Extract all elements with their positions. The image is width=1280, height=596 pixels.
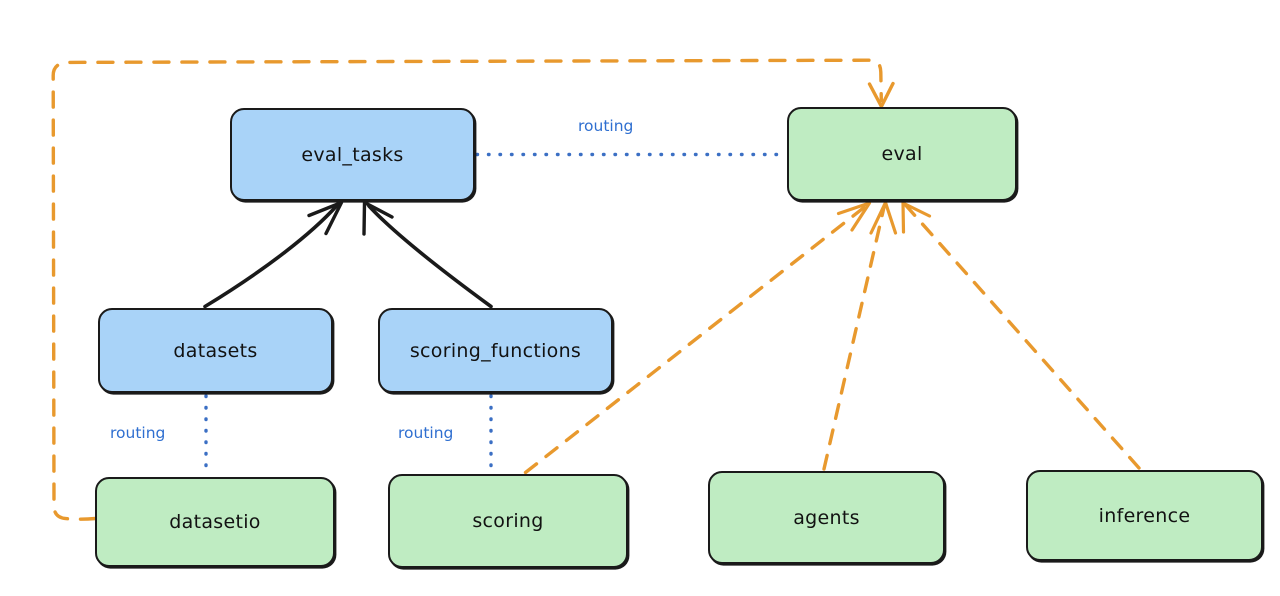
node-datasets[interactable]: datasets [98,308,333,393]
node-eval_tasks[interactable]: eval_tasks [230,108,475,201]
node-inference[interactable]: inference [1026,470,1263,561]
node-label-agents: agents [793,506,860,529]
node-label-scoring_functions: scoring_functions [409,339,582,362]
node-scoring_functions[interactable]: scoring_functions [378,308,613,393]
node-label-datasetio: datasetio [169,511,261,533]
node-agents[interactable]: agents [708,471,945,564]
node-label-datasets: datasets [173,339,258,362]
edge-label-routing-scoring_functions-scoring: routing [398,424,454,442]
node-datasetio[interactable]: datasetio [95,477,335,567]
node-eval[interactable]: eval [787,107,1017,201]
edge-agents-eval [822,200,898,471]
edge-scoring_functions-eval_tasks [362,200,493,309]
node-label-scoring: scoring [472,510,544,532]
node-label-eval_tasks: eval_tasks [301,143,404,166]
edge-label-routing-eval_tasks-eval: routing [578,117,634,135]
node-label-inference: inference [1098,504,1191,527]
node-label-eval: eval [881,143,923,165]
edge-inference-eval [901,201,1141,470]
edge-datasets-eval_tasks [203,200,344,309]
node-scoring[interactable]: scoring [388,474,628,568]
edge-label-routing-datasets-datasetio: routing [110,424,166,442]
